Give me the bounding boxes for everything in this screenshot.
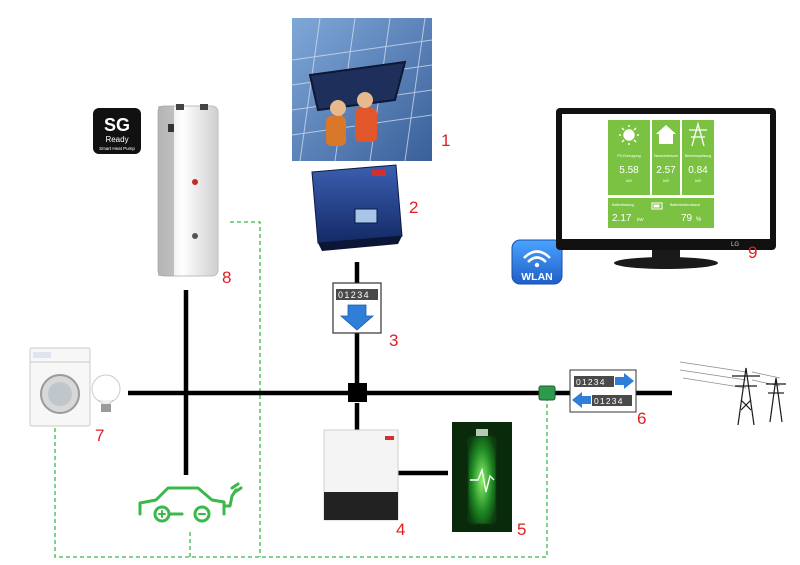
- screen-tile-grid: Netzeinspeisung 0.84 kW: [682, 120, 714, 195]
- household-appliances: [29, 347, 121, 427]
- tile-label-grid: Netzeinspeisung: [685, 154, 712, 158]
- arrow-down-icon: [339, 304, 375, 331]
- battery-label-soc: Batterieladezustand: [670, 203, 700, 207]
- battery-label-charge: Batterieladung: [612, 203, 634, 207]
- pv-meter: 01234: [332, 282, 382, 334]
- pv-meter-digits: 01234: [338, 290, 370, 300]
- label-5: 5: [517, 520, 526, 539]
- screen-battery-bar: Batterieladung 2.17 kW Batterieladezusta…: [608, 198, 714, 228]
- sg-badge-big: SG: [104, 115, 130, 135]
- label-8: 8: [222, 268, 231, 287]
- sg-ready-badge: SG Ready Smart Heat Pump: [93, 108, 141, 154]
- tile-unit-pv: kW: [626, 178, 632, 183]
- grid-meter: 01234 01234: [569, 369, 637, 413]
- power-bus: [128, 262, 672, 476]
- sg-badge-small: Ready: [105, 135, 128, 144]
- battery-unit-charge: kW: [637, 217, 644, 222]
- sg-badge-caption: Smart Heat Pump: [99, 146, 135, 151]
- label-1: 1: [441, 131, 450, 150]
- label-6: 6: [637, 409, 646, 428]
- tile-label-pv: PV-Erzeugung: [617, 154, 640, 158]
- battery-inverter: [323, 429, 399, 521]
- house-icon: [656, 125, 676, 144]
- monitor: LG PV-Erzeugung 5.58 kW Hausverbrau: [556, 108, 776, 269]
- grid-meter-digits-out: 01234: [594, 396, 624, 406]
- tile-unit-grid: kW: [695, 178, 701, 183]
- arrow-right-icon: [615, 373, 634, 389]
- grid-meter-digits-in: 01234: [576, 377, 606, 387]
- battery-value-soc: 79: [681, 213, 693, 224]
- tile-value-house: 2.57: [656, 165, 676, 176]
- light-bulb-icon: [91, 374, 121, 412]
- tile-label-house: Hausverbrauch: [654, 154, 678, 158]
- sun-icon: [619, 125, 639, 145]
- junction-box: [348, 383, 367, 402]
- communication-lines: [54, 221, 548, 558]
- comm-line-heatpump: [230, 221, 261, 557]
- heat-pump: [157, 104, 219, 277]
- tile-value-pv: 5.58: [619, 165, 639, 176]
- smart-meter-gateway: [538, 385, 556, 401]
- label-4: 4: [396, 520, 405, 539]
- arrow-left-icon: [572, 392, 591, 408]
- screen-tile-pv: PV-Erzeugung 5.58 kW: [608, 120, 650, 195]
- label-9: 9: [748, 243, 757, 262]
- pylon-icon: [689, 121, 707, 147]
- label-3: 3: [389, 331, 398, 350]
- comm-line-bottom: [54, 397, 548, 558]
- pulse-icon: [470, 467, 495, 493]
- screen-tile-house: Hausverbrauch 2.57 kW: [652, 120, 680, 195]
- pv-inverter: [311, 164, 403, 251]
- label-2: 2: [409, 198, 418, 217]
- electric-car-icon: [138, 482, 243, 523]
- battery-value-charge: 2.17: [612, 213, 632, 224]
- battery-level-icon: [651, 202, 663, 210]
- battery-unit-soc: %: [696, 217, 702, 223]
- wlan-icon: WLAN: [511, 239, 563, 285]
- tile-unit-house: kW: [663, 178, 669, 183]
- wlan-text: WLAN: [521, 271, 553, 283]
- solar-panels-photo: [291, 17, 433, 162]
- battery: [452, 422, 512, 532]
- power-pylon-icon: [679, 361, 786, 426]
- label-7: 7: [95, 426, 104, 445]
- tile-value-grid: 0.84: [688, 165, 708, 176]
- monitor-brand: LG: [731, 242, 739, 248]
